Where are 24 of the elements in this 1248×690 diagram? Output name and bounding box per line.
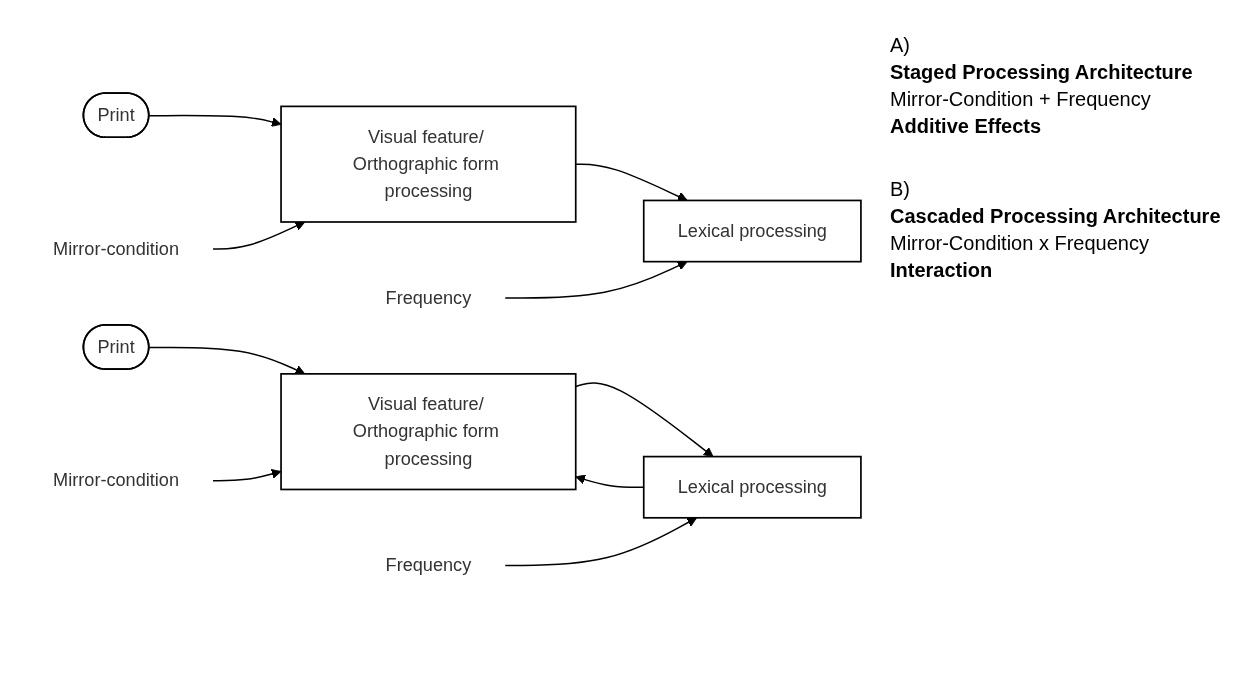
node-text: Frequency	[385, 555, 472, 575]
node-box: Lexical processing	[642, 456, 862, 520]
arrow	[504, 517, 697, 567]
panel-letter: B)	[890, 178, 911, 201]
effect-label: Additive Effects	[890, 115, 1043, 138]
arrow	[148, 115, 282, 128]
node-box: Visual feature/ Orthographic form processing	[280, 373, 577, 491]
node-text: Frequency	[385, 288, 472, 308]
panel-title: Cascaded Processing Architecture	[890, 205, 1222, 228]
effect-formula: Mirror-Condition + Frequency	[890, 88, 1152, 111]
arrow	[575, 382, 714, 458]
panel-letter: A)	[890, 34, 911, 57]
effect-formula: Mirror-Condition x Frequency	[890, 232, 1150, 255]
node-box: Visual feature/ Orthographic form processing	[280, 106, 577, 224]
node-text: Mirror-condition	[53, 239, 180, 259]
arrow	[504, 261, 688, 300]
node-box: Lexical processing	[642, 200, 862, 263]
arrow	[212, 221, 306, 251]
arrow	[148, 347, 306, 376]
arrow	[212, 469, 282, 482]
arrow	[575, 163, 688, 202]
panel-title: Staged Processing Architecture	[890, 61, 1194, 84]
node-text: Mirror-condition	[53, 470, 180, 491]
effect-label: Interaction	[890, 259, 994, 282]
